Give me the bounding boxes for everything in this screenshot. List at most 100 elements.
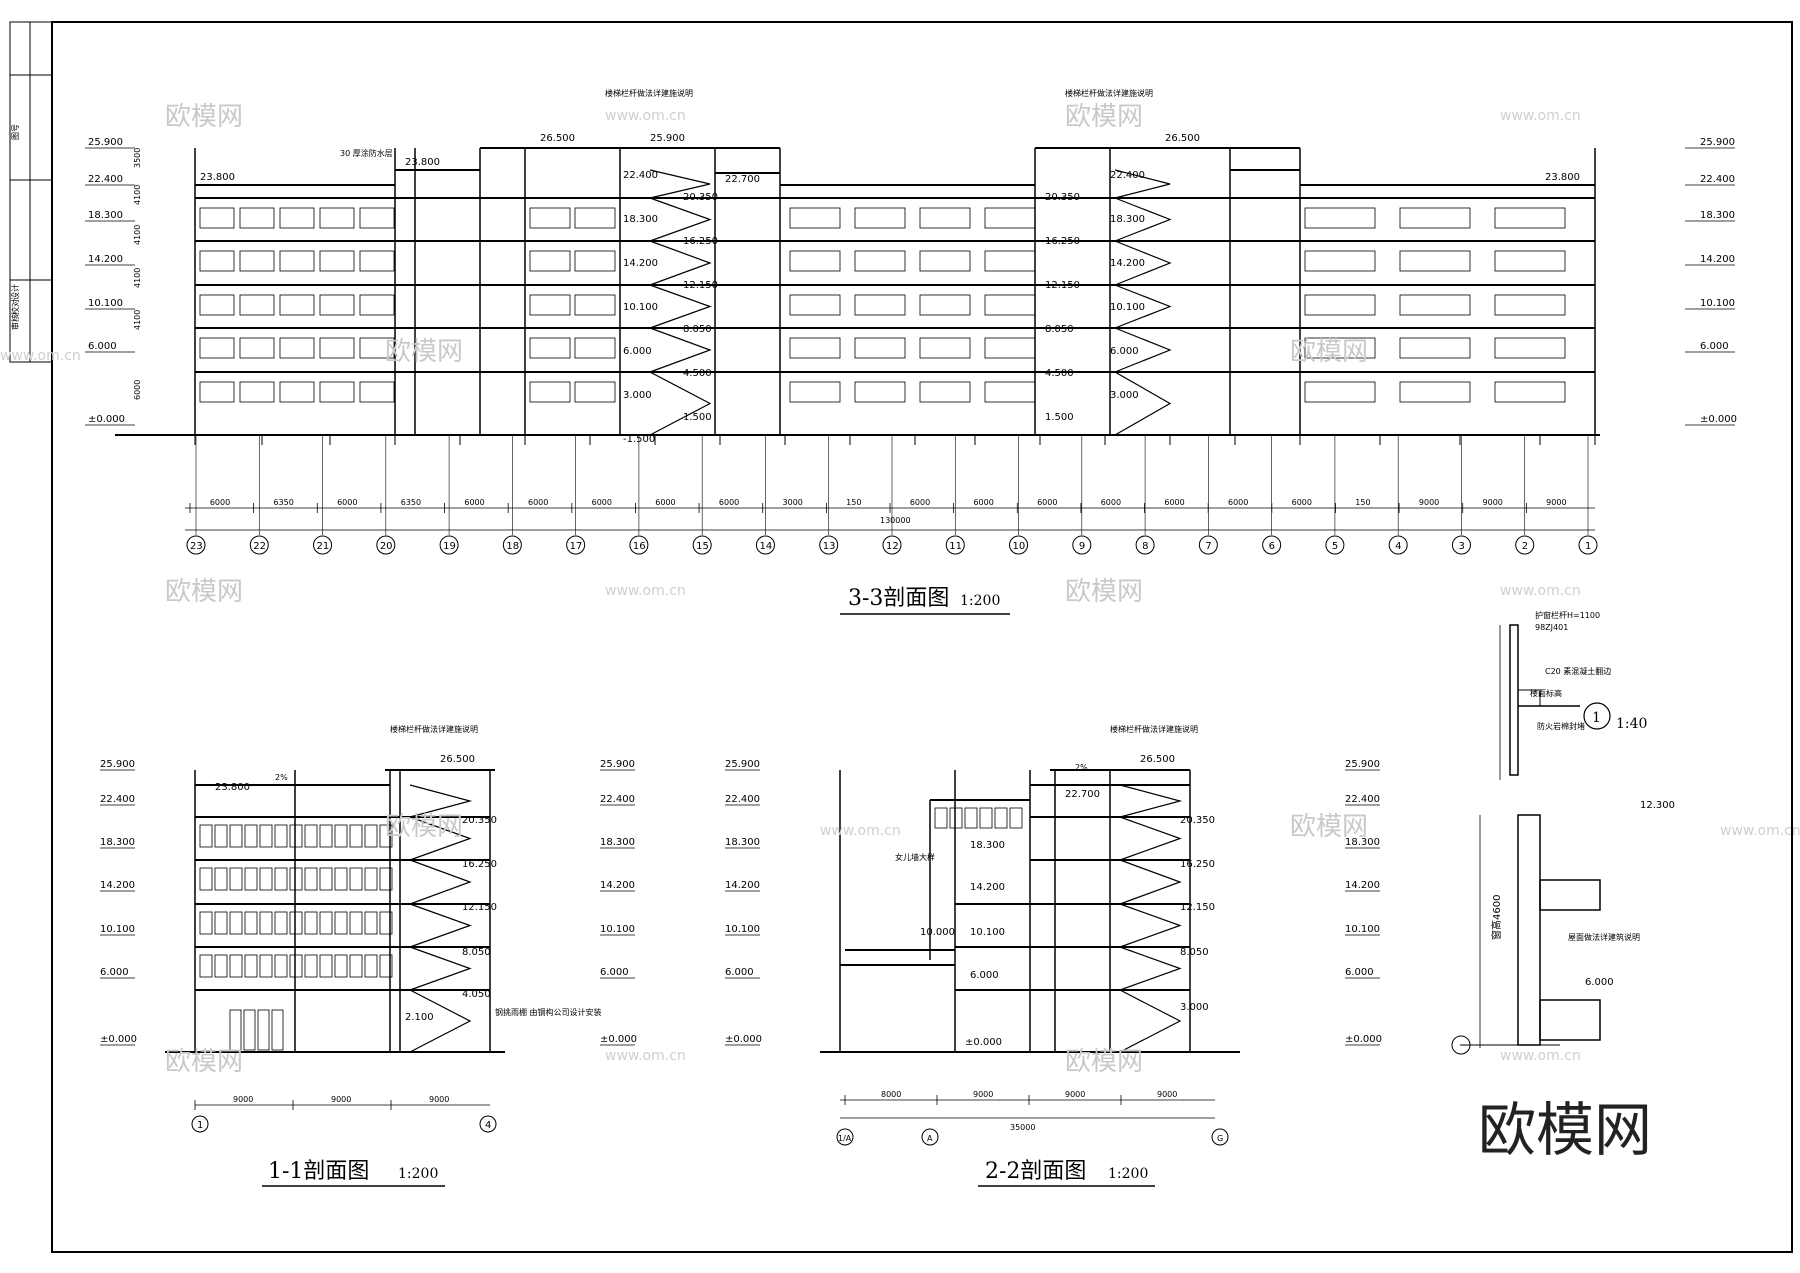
axis-bubble bbox=[1135, 535, 1155, 555]
axis-label: 13 bbox=[823, 541, 836, 552]
detail-note: 防火岩棉封堵 bbox=[1537, 721, 1585, 731]
detail-2-marker bbox=[1451, 1035, 1471, 1055]
elevation-label: 10.100 bbox=[100, 924, 135, 935]
title-strip bbox=[9, 21, 53, 363]
axis-bubble bbox=[313, 535, 333, 555]
section-2-2: 25.90022.40018.30014.20010.1006.000±0.00… bbox=[725, 754, 1382, 1119]
stair-level-label: 16.250 bbox=[683, 236, 718, 247]
elevation-label: 10.100 bbox=[88, 298, 123, 309]
detail-note: 屋面做法详建筑说明 bbox=[1568, 932, 1640, 942]
axis-label: 15 bbox=[696, 541, 709, 552]
stair-level-label: 8.050 bbox=[1045, 324, 1074, 335]
bay-dimension: 6350 bbox=[401, 498, 421, 507]
bay-dimension: 6000 bbox=[655, 498, 675, 507]
section-3-3-total: 130000 bbox=[880, 516, 911, 525]
level-label: 4.050 bbox=[462, 989, 491, 1000]
bay-dimension: 6000 bbox=[910, 498, 930, 507]
bay-dimension: 8000 bbox=[881, 1090, 901, 1099]
axis-label: 18 bbox=[506, 541, 519, 552]
axis-bubble bbox=[836, 1128, 854, 1146]
watermark-brand: 欧模网 bbox=[1290, 337, 1368, 367]
level-label: 10.100 bbox=[970, 927, 1005, 938]
elevation-label: 25.900 bbox=[100, 759, 135, 770]
watermark-brand: 欧模网 bbox=[165, 102, 243, 132]
stair-level-label: 20.350 bbox=[683, 192, 718, 203]
axis-label: 21 bbox=[317, 541, 330, 552]
axis-label: 23 bbox=[190, 541, 203, 552]
axis-bubble bbox=[566, 535, 586, 555]
level-label: 22.700 bbox=[1065, 789, 1100, 800]
axis-label: 14 bbox=[759, 541, 772, 552]
stair-level-label: 22.400 bbox=[623, 170, 658, 181]
elevation-label: 10.100 bbox=[725, 924, 760, 935]
axis-label: 4 bbox=[485, 1120, 491, 1131]
axis-label: 5 bbox=[1332, 541, 1338, 552]
elevation-label: 14.200 bbox=[100, 880, 135, 891]
section-2-2-parapet-note: 女儿墙大样 bbox=[895, 852, 935, 862]
watermark-brand: 欧模网 bbox=[165, 1047, 243, 1077]
section-2-2-slope: 2% bbox=[1075, 763, 1088, 772]
elevation-label: 25.900 bbox=[1700, 137, 1735, 148]
bay-dimension: 9000 bbox=[331, 1095, 351, 1104]
axis-label: 1 bbox=[1585, 541, 1591, 552]
level-label: 18.300 bbox=[970, 840, 1005, 851]
title-block-label: 设计 bbox=[10, 284, 20, 300]
stair-level-label: 14.200 bbox=[1110, 258, 1145, 269]
detail-level: 6.000 bbox=[1585, 977, 1614, 988]
elevation-label: 18.300 bbox=[100, 837, 135, 848]
elevation-label: 6.000 bbox=[1700, 341, 1729, 352]
axis-label: 11 bbox=[949, 541, 962, 552]
roof-note: 30 厚涂防水层 bbox=[340, 148, 393, 158]
elevation-label: 18.300 bbox=[1700, 210, 1735, 221]
elevation-label: 6.000 bbox=[725, 967, 754, 978]
elevation-label: 22.400 bbox=[100, 794, 135, 805]
watermark-brand: 欧模网 bbox=[385, 812, 463, 842]
axis-label: 12 bbox=[886, 541, 899, 552]
note-stair-railing-left: 楼梯栏杆做法详建施说明 bbox=[605, 88, 693, 98]
elevation-label: 18.300 bbox=[1345, 837, 1380, 848]
axis-label: 7 bbox=[1205, 541, 1211, 552]
bay-dimension: 6000 bbox=[1037, 498, 1057, 507]
level-label: 16.250 bbox=[1180, 859, 1215, 870]
elevation-label: 18.300 bbox=[725, 837, 760, 848]
elevation-label: 6.000 bbox=[600, 967, 629, 978]
level-label: 8.050 bbox=[1180, 947, 1209, 958]
elevation-label: 25.900 bbox=[600, 759, 635, 770]
axis-bubble bbox=[1325, 535, 1345, 555]
bay-dimension: 6000 bbox=[337, 498, 357, 507]
axis-bubble bbox=[1211, 1128, 1229, 1146]
bay-dimension: 6000 bbox=[1292, 498, 1312, 507]
level-label: 3.000 bbox=[1180, 1002, 1209, 1013]
roof-level-label: 26.500 bbox=[1165, 133, 1200, 144]
watermark-url: www.om.cn bbox=[820, 823, 901, 839]
elevation-label: 22.400 bbox=[1700, 174, 1735, 185]
watermark-url: www.om.cn bbox=[605, 108, 686, 124]
axis-bubble bbox=[249, 535, 269, 555]
section-2-2-total: 35000 bbox=[1010, 1123, 1035, 1132]
axis-bubble bbox=[186, 535, 206, 555]
axis-label: 3 bbox=[1458, 541, 1464, 552]
elevation-label: ±0.000 bbox=[1700, 414, 1737, 425]
roof-level-label: 26.500 bbox=[540, 133, 575, 144]
elevation-label: ±0.000 bbox=[600, 1034, 637, 1045]
stair-level-label: 12.150 bbox=[1045, 280, 1080, 291]
axis-bubble bbox=[755, 535, 775, 555]
detail-note: 98ZJ401 bbox=[1535, 623, 1568, 632]
section-1-1-note: 楼梯栏杆做法详建施说明 bbox=[390, 724, 478, 734]
elevation-label: 18.300 bbox=[88, 210, 123, 221]
watermark-url: www.om.cn bbox=[1500, 1048, 1581, 1064]
watermark-url: www.om.cn bbox=[1500, 108, 1581, 124]
axis-bubble bbox=[629, 535, 649, 555]
detail-1-marker bbox=[1583, 702, 1611, 730]
stair-level-label: 10.100 bbox=[1110, 302, 1145, 313]
floor-height-label: 4100 bbox=[133, 225, 142, 245]
bay-dimension: 6000 bbox=[973, 498, 993, 507]
elevation-label: 6.000 bbox=[88, 341, 117, 352]
floor-height-label: 4100 bbox=[133, 268, 142, 288]
detail-1-scale: 1:40 bbox=[1616, 716, 1647, 732]
floor-height-label: 6000 bbox=[133, 380, 142, 400]
bay-dimension: 6000 bbox=[1228, 498, 1248, 507]
elevation-label: 25.900 bbox=[1345, 759, 1380, 770]
elevation-label: ±0.000 bbox=[725, 1034, 762, 1045]
